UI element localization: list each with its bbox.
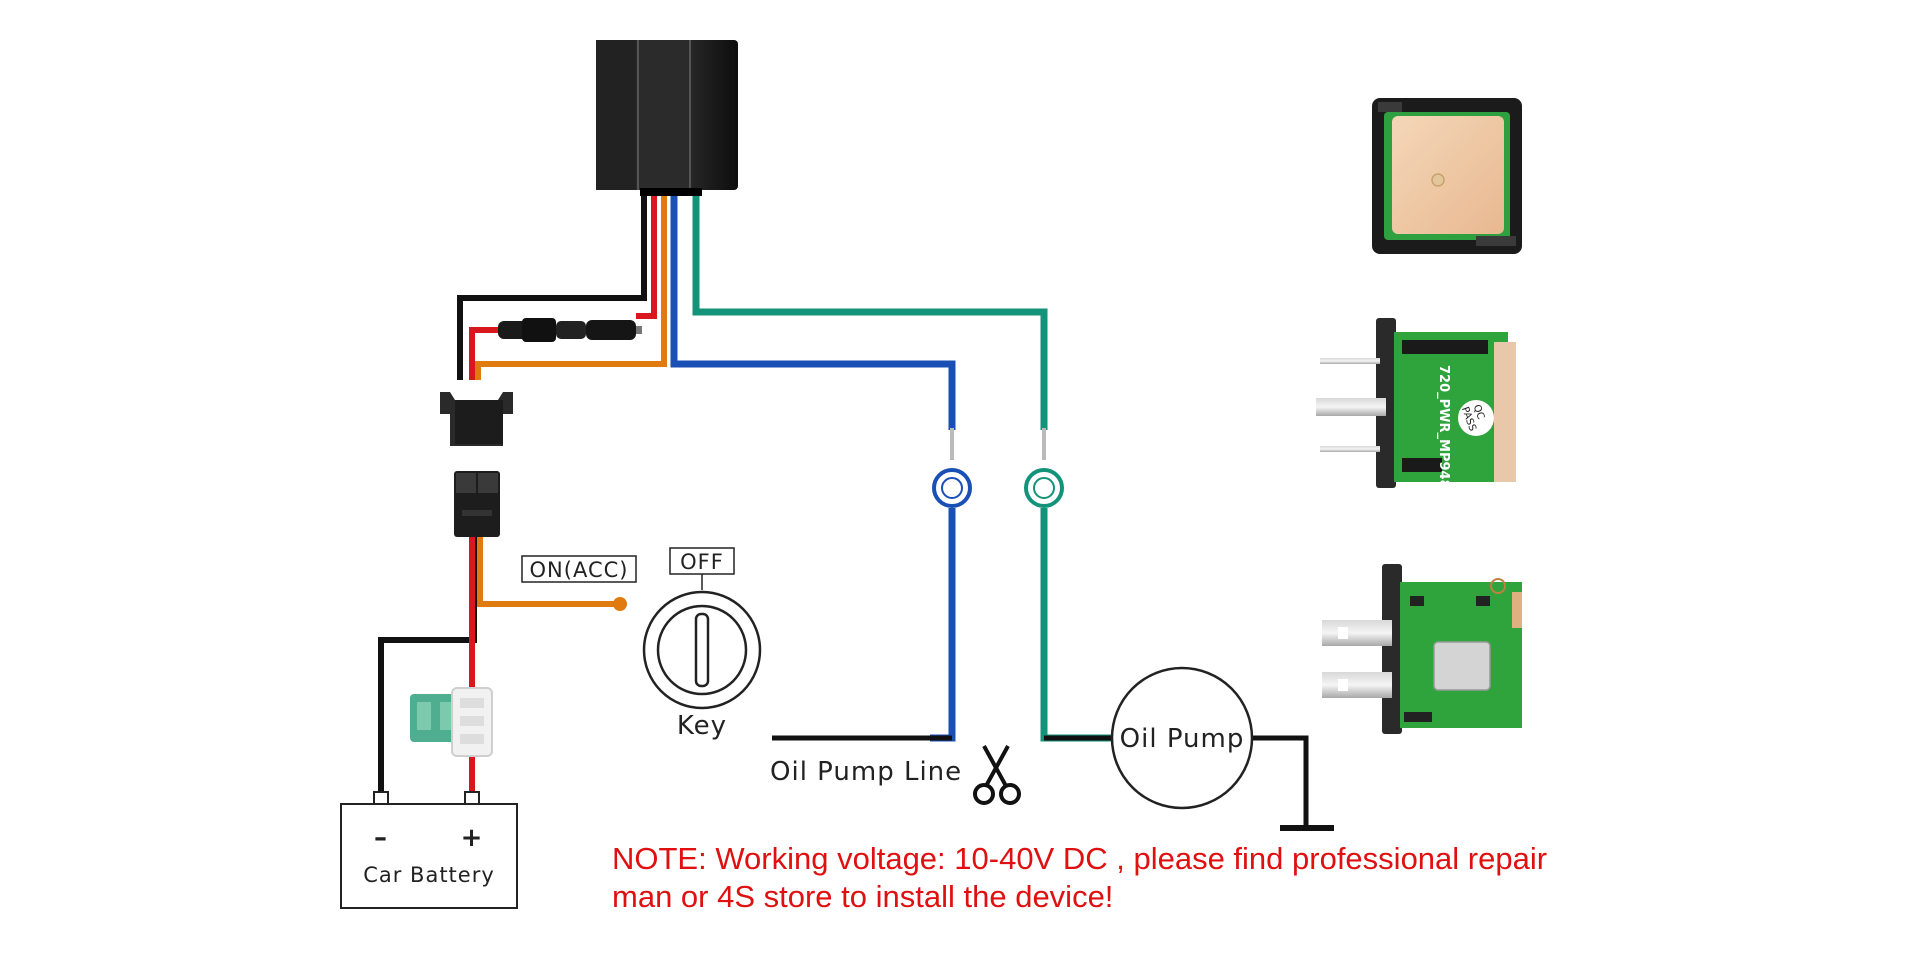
blue-ring-terminal (932, 428, 972, 508)
connector-female-icon (440, 392, 513, 446)
pcb-board-id: 720_PWR_MP9487 (1436, 365, 1451, 498)
off-label: OFF (680, 550, 724, 574)
pcb-back-photo (1322, 564, 1522, 734)
car-battery-label: Car Battery (363, 863, 495, 887)
green-ring-terminal (1024, 428, 1064, 508)
battery-minus-label: – (374, 823, 388, 853)
oil-pump-label: Oil Pump (1120, 724, 1245, 754)
gps-antenna-photo (1372, 98, 1522, 254)
on-acc-tag: ON(ACC) (521, 555, 637, 583)
car-battery: – + Car Battery (340, 791, 518, 909)
on-acc-label: ON(ACC) (530, 558, 629, 582)
ignition-key-icon (642, 590, 762, 710)
connector-male-icon (454, 471, 500, 537)
key-label: Key (677, 711, 727, 741)
pcb-qc-stamp-1: QC (1471, 403, 1486, 421)
installation-note: NOTE: Working voltage: 10-40V DC , pleas… (612, 840, 1612, 916)
note-line-2: man or 4S store to install the device! (612, 879, 1114, 914)
fuse-holder-icon (498, 318, 642, 342)
battery-plus-label: + (461, 823, 484, 853)
wire-pump-black (772, 735, 1309, 827)
off-tag: OFF (669, 547, 735, 575)
wire-orange (475, 190, 667, 607)
acc-terminal-dot (613, 597, 627, 611)
oil-pump-line-label: Oil Pump Line (770, 757, 962, 787)
oil-pump: Oil Pump (1110, 666, 1254, 810)
note-line-1: NOTE: Working voltage: 10-40V DC , pleas… (612, 841, 1548, 876)
pcb-photo: 720_PWR_MP9487 QC PASS (1316, 318, 1516, 498)
gps-tracker-relay-icon (596, 40, 738, 196)
scissors-icon (973, 745, 1021, 805)
blade-fuse-icon (410, 687, 493, 757)
